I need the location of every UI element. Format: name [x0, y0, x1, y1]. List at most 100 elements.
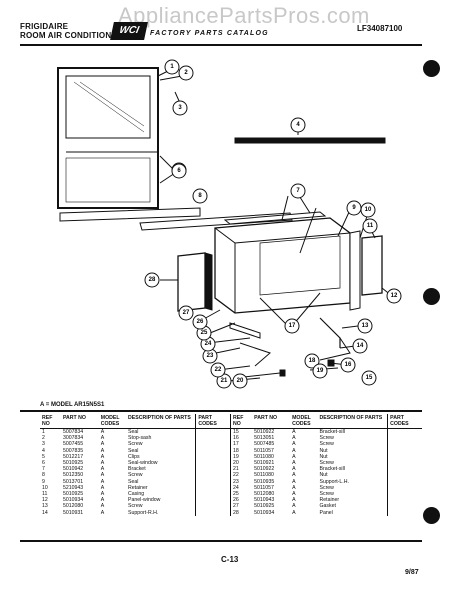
- description-cell: Nut: [319, 447, 328, 454]
- part-no-cell: 5013051: [254, 435, 275, 442]
- part-no-cell: 5011057: [254, 447, 274, 454]
- model-code-cell: A: [292, 509, 296, 516]
- ref-no-cell: 15: [230, 428, 253, 436]
- callout-11: 11: [367, 223, 374, 229]
- model-code-cell: A: [100, 478, 105, 485]
- model-code-cell: A: [100, 441, 105, 448]
- part-code-cell: [195, 453, 230, 461]
- watermark-text: AppliancePartsPros.com: [118, 3, 370, 28]
- part-code-cell: [387, 428, 422, 436]
- table-header-row: REF NO PART NO MODEL CODES DESCRIPTION O…: [40, 414, 230, 429]
- part-no-cell: 5010922: [254, 429, 275, 435]
- part-code-cell: [387, 435, 422, 442]
- description-cell: Bracket-sill: [319, 429, 345, 435]
- ref-no-cell: 9: [42, 478, 45, 485]
- part-code-cell: [195, 472, 230, 479]
- callout-23: 23: [207, 353, 214, 359]
- col-part-codes: PART CODES: [195, 414, 230, 429]
- ref-no-cell: 19: [230, 453, 253, 461]
- catalog-number: LF34087100: [357, 24, 403, 33]
- description-cell: Screw: [128, 503, 143, 510]
- callout-27: 27: [183, 310, 190, 316]
- side-panel-right: [361, 235, 383, 296]
- part-code-cell: [195, 428, 230, 436]
- model-code-cell: A: [100, 429, 105, 435]
- ref-no-cell: 7: [42, 466, 45, 473]
- part-no-cell: 5012217: [62, 453, 84, 460]
- model-code-cell: A: [292, 484, 296, 491]
- callout-9: 9: [352, 205, 356, 211]
- description-cell: Nut: [319, 453, 328, 460]
- col-description: DESCRIPTION OF PARTS: [126, 414, 196, 429]
- description-cell: Clips: [128, 453, 140, 460]
- side-panel-left: [177, 252, 206, 312]
- callout-25: 25: [201, 330, 208, 336]
- callout-19: 19: [317, 368, 324, 374]
- ref-no-cell: 3: [42, 441, 45, 448]
- part-code-cell: [387, 466, 422, 473]
- ref-no-cell: 4: [42, 447, 45, 454]
- part-code-cell: [195, 441, 230, 448]
- part-code-cell: [387, 472, 422, 479]
- part-no-cell: 5012080: [62, 503, 84, 510]
- description-cell: Screw: [319, 441, 334, 448]
- part-no-cell: 5010922: [254, 466, 275, 473]
- col-ref-no: REF NO: [230, 414, 253, 429]
- ref-no-cell: 10: [42, 484, 48, 491]
- ref-no-cell: 16: [230, 435, 253, 442]
- ref-no-cell: 18: [230, 447, 253, 454]
- ref-no-cell: 25: [230, 491, 253, 498]
- part-no-cell: 5010921: [254, 460, 275, 467]
- part-no-cell: 5210943: [62, 484, 84, 491]
- description-cell: Bracket-sill: [319, 466, 345, 473]
- brand-name: FRIGIDAIRE: [20, 22, 69, 31]
- description-cell: Seal: [128, 447, 139, 454]
- callout-10: 10: [365, 207, 372, 213]
- part-no-cell: 5010934: [62, 497, 84, 504]
- binder-hole-middle: [423, 288, 440, 305]
- part-no-cell: 5012080: [254, 491, 275, 498]
- ref-no-cell: 12: [42, 497, 48, 504]
- callout-7: 7: [296, 188, 300, 194]
- part-no-cell: 5007455: [62, 441, 84, 448]
- model-code-cell: A: [100, 491, 105, 498]
- callout-12: 12: [391, 293, 398, 299]
- ref-no-cell: 8: [42, 472, 45, 479]
- description-cell: Seal: [128, 478, 139, 485]
- part-code-cell: [387, 453, 422, 461]
- model-code-cell: A: [100, 466, 105, 473]
- col-model-codes: MODEL CODES: [98, 414, 127, 429]
- col-part-no: PART NO: [60, 414, 99, 429]
- description-cell: Screw: [128, 472, 143, 479]
- description-cell: Screw: [319, 484, 334, 491]
- part-no-cell: 5010925: [254, 503, 275, 510]
- callout-1: 1: [170, 64, 174, 70]
- part-code-cell: [195, 497, 230, 504]
- description-cell: Support-R.H.: [128, 509, 159, 516]
- model-code-cell: A: [292, 429, 296, 435]
- description-cell: Retainer: [128, 484, 148, 491]
- part-code-cell: [195, 460, 230, 467]
- callout-18: 18: [309, 358, 316, 364]
- description-cell: Screw: [128, 441, 143, 448]
- ref-no-cell: 14: [42, 509, 48, 516]
- col-ref-no: REF NO: [40, 414, 61, 429]
- part-no-cell: 5011057: [254, 484, 274, 491]
- part-code-cell: [387, 503, 422, 510]
- part-code-cell: [195, 447, 230, 454]
- ref-no-cell: 23: [230, 478, 253, 485]
- model-code-cell: A: [292, 491, 296, 498]
- callout-26: 26: [197, 319, 204, 325]
